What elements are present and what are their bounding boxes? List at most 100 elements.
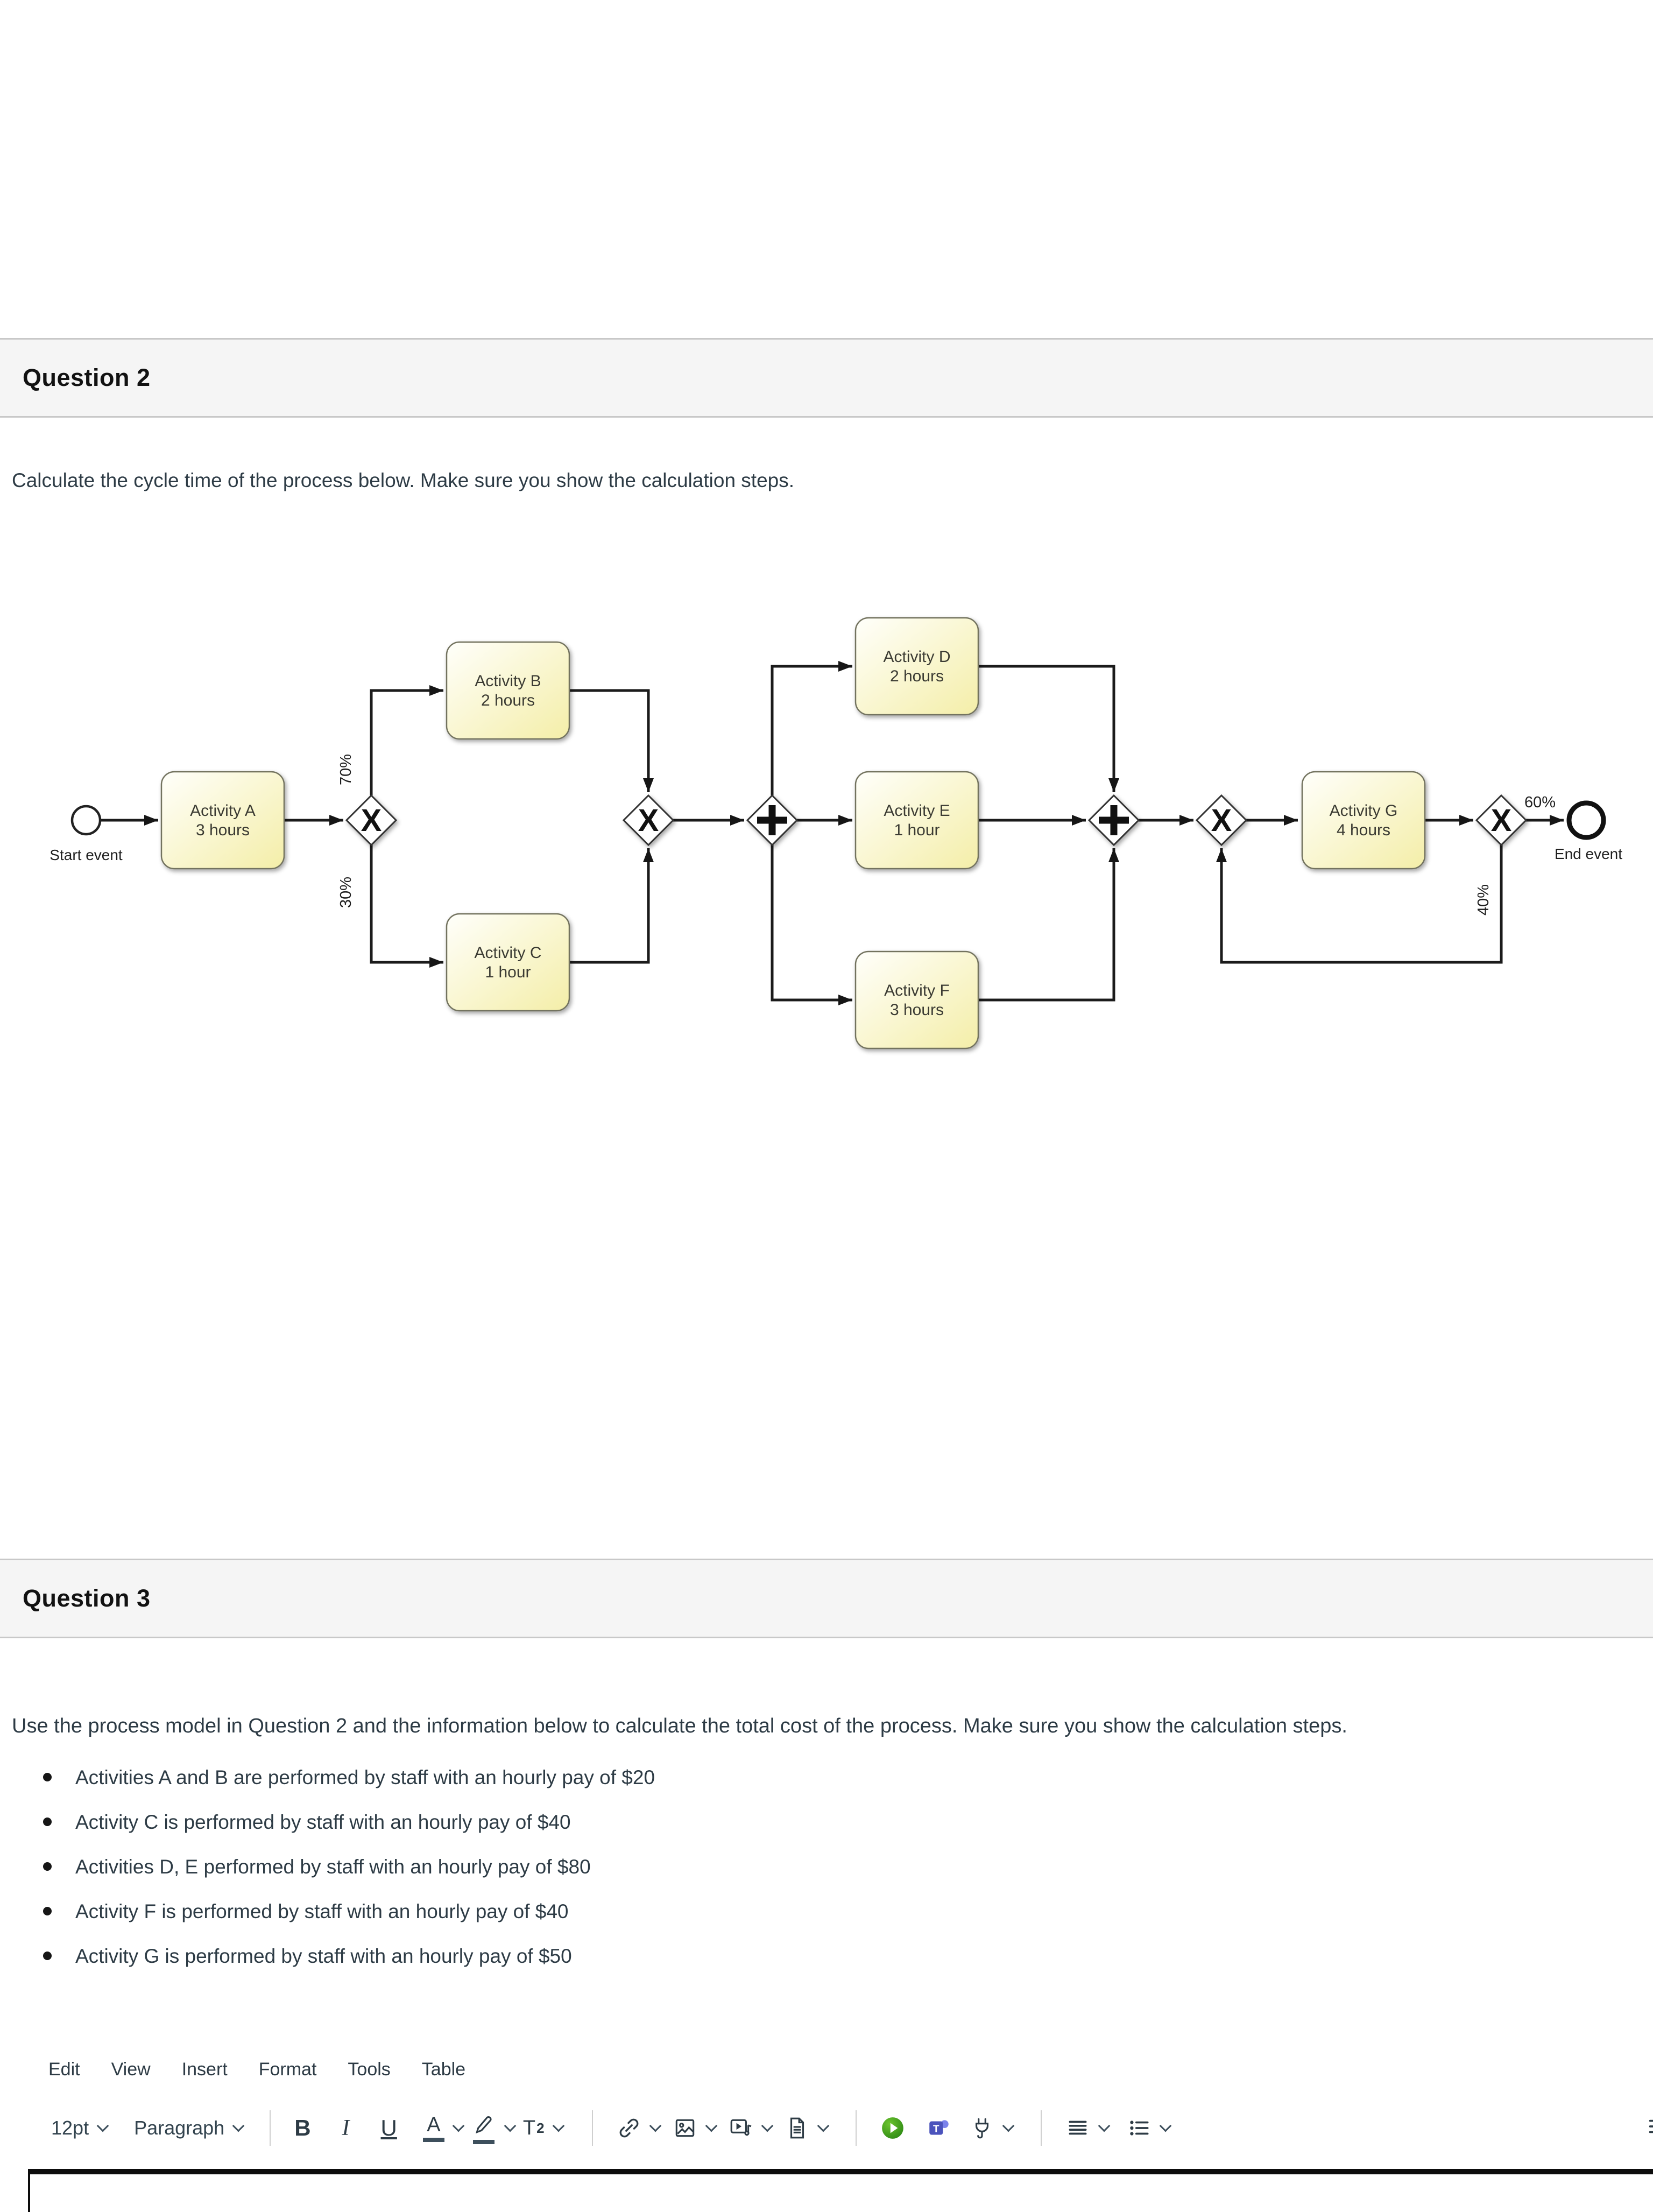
and-split-gateway <box>746 794 799 847</box>
teams-icon: T <box>929 2120 949 2135</box>
menu-edit[interactable]: Edit <box>48 2059 80 2080</box>
question3-header: Question 3 <box>0 1559 1653 1638</box>
gateways: X X X X <box>345 794 1528 847</box>
xor-merge-gateway: X <box>622 794 675 847</box>
list-item: Activity G is performed by staff with an… <box>38 1945 655 1968</box>
studio-button[interactable] <box>880 2116 905 2140</box>
underline-button[interactable]: U <box>380 2115 397 2140</box>
plug-icon <box>975 2118 988 2139</box>
svg-text:2 hours: 2 hours <box>481 692 535 709</box>
xor-split-gateway: X <box>345 794 398 847</box>
bullet-list-icon <box>1129 2121 1149 2136</box>
bullet-icon <box>43 1862 52 1871</box>
menu-format[interactable]: Format <box>258 2059 317 2080</box>
chevron-down-icon <box>1098 2119 1110 2132</box>
list-item: Activities A and B are performed by staf… <box>38 1766 655 1789</box>
question2-prompt: Calculate the cycle time of the process … <box>12 469 795 491</box>
loop-back-flow <box>1216 845 1503 964</box>
bullet-icon <box>43 1773 52 1781</box>
list-item: Activity C is performed by staff with an… <box>38 1811 655 1834</box>
apps-plug-button[interactable] <box>970 2116 1014 2140</box>
link-icon <box>619 2118 638 2138</box>
chevron-down-icon <box>705 2119 717 2132</box>
image-button[interactable] <box>673 2116 717 2140</box>
question2-title: Question 2 <box>23 364 151 391</box>
svg-text:Activity F: Activity F <box>884 982 950 999</box>
toolbar-divider <box>270 2110 271 2146</box>
svg-text:T: T <box>933 2123 939 2134</box>
bullet-list-button[interactable] <box>1127 2116 1171 2140</box>
media-button[interactable] <box>729 2116 773 2140</box>
menu-insert[interactable]: Insert <box>181 2059 228 2080</box>
start-event-label: Start event <box>50 847 123 863</box>
branch-label-30: 30% <box>337 877 355 908</box>
svg-text:1 hour: 1 hour <box>485 963 531 981</box>
branch-label-60: 60% <box>1524 794 1556 811</box>
chevron-down-icon <box>552 2119 564 2132</box>
highlighter-button[interactable] <box>471 2112 517 2144</box>
color-swatch <box>422 2137 444 2142</box>
activity-b: Activity B 2 hours <box>446 641 570 740</box>
end-event <box>1566 800 1606 840</box>
activity-d: Activity D 2 hours <box>854 617 979 716</box>
svg-text:X: X <box>1491 803 1512 838</box>
activity-a: Activity A 3 hours <box>160 771 285 870</box>
menu-table[interactable]: Table <box>421 2059 466 2080</box>
activity-g: Activity G 4 hours <box>1301 771 1426 870</box>
document-button[interactable] <box>785 2116 829 2140</box>
chevron-down-icon <box>817 2119 829 2132</box>
svg-text:2 hours: 2 hours <box>890 667 944 685</box>
svg-text:X: X <box>1211 803 1232 838</box>
answer-textbox[interactable] <box>28 2169 1653 2212</box>
activities: Activity A 3 hours Activity B 2 hours Ac… <box>160 617 1426 1049</box>
chevron-down-icon <box>761 2119 773 2132</box>
end-event-label: End event <box>1555 846 1622 862</box>
chevron-down-icon <box>649 2119 661 2132</box>
toolbar-divider <box>855 2110 857 2146</box>
list-item: Activity F is performed by staff with an… <box>38 1900 655 1923</box>
numbered-list-button[interactable] <box>1642 2114 1653 2141</box>
svg-text:X: X <box>638 803 659 838</box>
bold-button[interactable]: B <box>294 2115 311 2140</box>
menu-view[interactable]: View <box>111 2059 151 2080</box>
paragraph-format-select[interactable]: Paragraph <box>134 2117 245 2139</box>
chevron-down-icon <box>452 2119 465 2132</box>
chevron-down-icon <box>232 2119 245 2132</box>
question3-prompt: Use the process model in Question 2 and … <box>12 1715 1347 1737</box>
svg-text:Activity G: Activity G <box>1330 802 1398 820</box>
svg-text:1 hour: 1 hour <box>894 821 939 839</box>
svg-text:3 hours: 3 hours <box>890 1001 944 1019</box>
toolbar-divider <box>591 2110 593 2146</box>
activity-e: Activity E 1 hour <box>854 771 979 870</box>
pay-rates-list: Activities A and B are performed by staf… <box>38 1766 655 1990</box>
teams-button[interactable]: T <box>927 2116 951 2140</box>
link-button[interactable] <box>617 2116 661 2140</box>
chevron-down-icon <box>504 2119 517 2132</box>
chevron-down-icon <box>96 2119 109 2132</box>
image-icon <box>675 2119 694 2137</box>
bullet-icon <box>43 1817 52 1826</box>
activity-f: Activity F 3 hours <box>854 950 979 1049</box>
italic-button[interactable]: I <box>342 2116 350 2140</box>
line-spacing-button[interactable] <box>1065 2116 1110 2140</box>
question2-header: Question 2 <box>0 338 1653 418</box>
xor-loop-split-gateway: X <box>1475 794 1528 847</box>
chevron-down-icon <box>1159 2119 1171 2132</box>
svg-text:Activity C: Activity C <box>474 944 541 962</box>
bpmn-process-diagram: Start event End event Activity A 3 hours… <box>50 617 1622 1049</box>
text-color-button[interactable]: A <box>422 2115 465 2142</box>
chevron-down-icon <box>1002 2119 1014 2132</box>
pen-icon <box>475 2116 492 2133</box>
font-size-select[interactable]: 12pt <box>51 2117 109 2139</box>
media-icon <box>730 2119 751 2136</box>
branch-label-40: 40% <box>1475 884 1492 915</box>
bullet-icon <box>43 1907 52 1915</box>
svg-text:Activity D: Activity D <box>883 648 950 666</box>
menu-tools[interactable]: Tools <box>348 2059 391 2080</box>
color-swatch <box>472 2139 495 2144</box>
studio-icon <box>881 2117 903 2139</box>
list-item: Activities D, E performed by staff with … <box>38 1856 655 1878</box>
